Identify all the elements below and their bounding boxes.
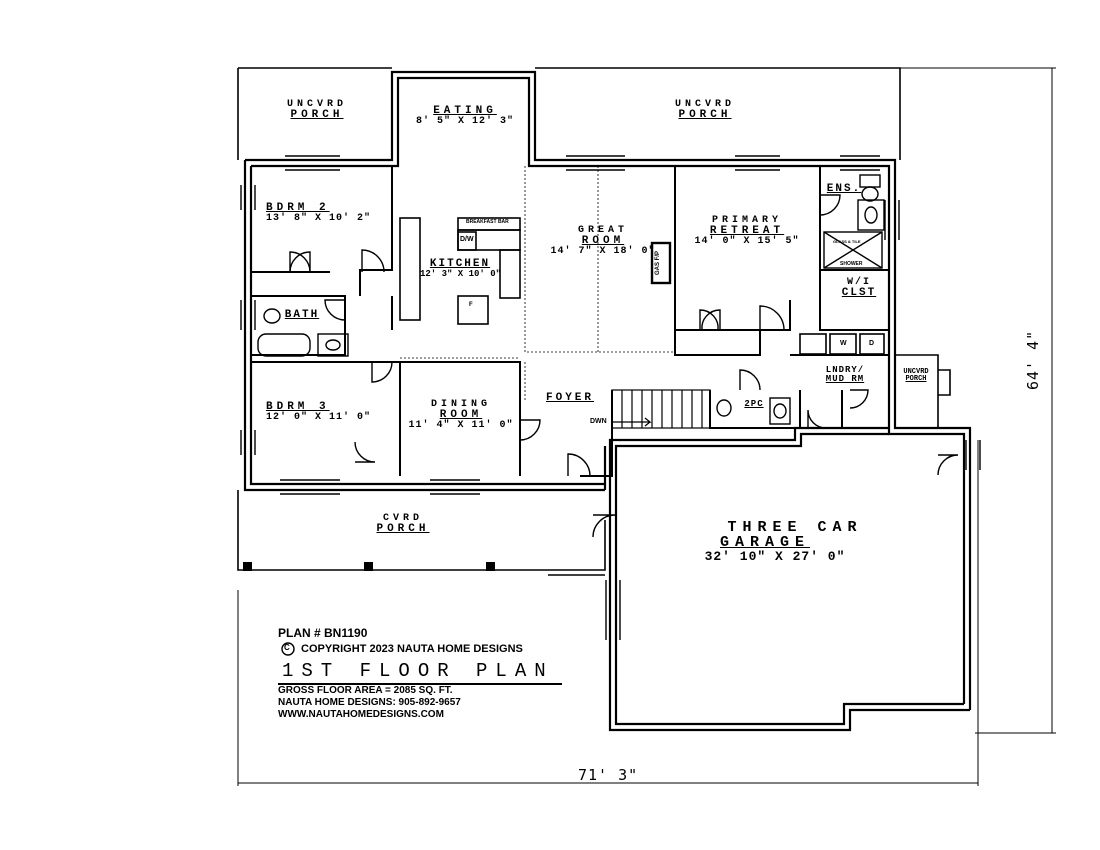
stairs (611, 389, 711, 429)
doors (289, 194, 959, 538)
bath-name: BATH (284, 309, 320, 321)
porch-front-name1: CVRD (382, 513, 423, 524)
eating-label: EATING 8' 5" X 12' 3" (410, 106, 520, 127)
garage-dims: 32' 10" X 27' 0" (704, 549, 846, 564)
porch-columns (243, 562, 495, 571)
porch-outlines (237, 67, 951, 576)
gross-floor-area: GROSS FLOOR AREA = 2085 SQ. FT. (278, 685, 453, 696)
dining-dims: 11' 4" X 11' 0" (408, 420, 514, 431)
ceiling-lines (400, 166, 675, 400)
foyer-name: FOYER (546, 392, 595, 404)
bath-fixtures (257, 174, 885, 425)
dining-room-label: DINING ROOM 11' 4" X 11' 0" (406, 400, 516, 431)
stairs-down-label: DWN (590, 418, 607, 425)
porch-top-right-name2: PORCH (678, 109, 732, 121)
fireplace-label: GAS F/P (655, 250, 662, 276)
overall-width-dimension: 71' 3" (578, 766, 639, 784)
plan-number: PLAN # BN1190 (278, 626, 368, 640)
kitchen-label: KITCHEN 12' 3" X 10' 0" (420, 258, 502, 279)
porch-front-name2: PORCH (376, 523, 430, 535)
porch-top-right-label: UNCVRD PORCH (650, 100, 760, 121)
garage-label: THREE CAR GARAGE 32' 10" X 27' 0" (690, 520, 900, 563)
copyright-circle (281, 642, 295, 656)
laundry-name1: LNDRY/ (825, 365, 865, 375)
bdrm3-dims: 12' 0" X 11' 0" (266, 412, 372, 423)
porch-top-left-name2: PORCH (290, 109, 344, 121)
fridge-label: F (469, 302, 473, 308)
copyright-symbol: C (284, 643, 290, 652)
walk-in-closet-label: W/I CLST (834, 278, 884, 299)
porch-top-right-name1: UNCVRD (674, 99, 735, 110)
porch-front-label: CVRD PORCH (348, 514, 458, 535)
eating-name: EATING (433, 105, 497, 117)
kitchen-name: KITCHEN (429, 258, 491, 270)
website: WWW.NAUTAHOMEDESIGNS.COM (278, 709, 444, 720)
shower-label: SHOWER (840, 261, 863, 267)
two-piece-label: 2PC (738, 400, 770, 409)
dining-name2: ROOM (439, 409, 483, 421)
porch-top-left-label: UNCVRD PORCH (262, 100, 372, 121)
ensuite-label: ENS. (824, 184, 864, 195)
bdrm2-label: BDRM 2 13' 8" X 10' 2" (266, 203, 376, 224)
dishwasher-label: D/W (460, 236, 474, 243)
washer-label: W (840, 340, 847, 347)
breakfast-bar-label: BREAKFAST BAR (466, 219, 509, 225)
copyright-text: COPYRIGHT 2023 NAUTA HOME DESIGNS (301, 643, 523, 655)
great-room-label: GREAT ROOM 14' 7" X 18' 0" (548, 226, 658, 257)
windows (240, 155, 981, 640)
primary-dims: 14' 0" X 15' 5" (694, 236, 800, 247)
great-room-name2: ROOM (581, 235, 625, 247)
laundry-name2: MUD RM (825, 374, 865, 384)
phone-number: NAUTA HOME DESIGNS: 905-892-9657 (278, 697, 461, 708)
overall-depth-dimension: 64' 4" (1024, 329, 1042, 390)
primary-name1: PRIMARY (711, 215, 782, 226)
kitchen-cabinets (399, 217, 521, 325)
eating-dims: 8' 5" X 12' 3" (415, 116, 514, 127)
ensuite-name: ENS. (826, 183, 862, 195)
two-piece-name: 2PC (744, 399, 764, 409)
bdrm2-name: BDRM 2 (266, 202, 330, 214)
porch-top-left-name1: UNCVRD (286, 99, 347, 110)
wicl-name1: W/I (846, 277, 871, 288)
kitchen-dims: 12' 3" X 10' 0" (420, 269, 502, 279)
dining-name1: DINING (430, 399, 491, 410)
laundry-label: LNDRY/ MUD RM (812, 366, 878, 384)
glass-tile-label: GLASS & TILE (833, 239, 861, 244)
garage-name2: GARAGE (719, 534, 810, 551)
great-room-dims: 14' 7" X 18' 0" (550, 246, 656, 257)
bdrm2-dims: 13' 8" X 10' 2" (266, 213, 372, 224)
wicl-name2: CLST (841, 287, 877, 299)
bdrm3-label: BDRM 3 12' 0" X 11' 0" (266, 402, 376, 423)
fireplace-box (650, 241, 672, 285)
bath-label: BATH (282, 310, 322, 321)
dimension-lines (237, 67, 1056, 786)
primary-retreat-label: PRIMARY RETREAT 14' 0" X 15' 5" (692, 216, 802, 247)
porch-side-name2: PORCH (905, 375, 927, 383)
floor-title: 1ST FLOOR PLAN (282, 660, 554, 682)
laundry-fixtures (799, 333, 885, 355)
great-room-name1: GREAT (577, 225, 628, 236)
garage-name1: THREE CAR (727, 519, 863, 536)
dryer-label: D (869, 340, 875, 347)
foyer-label: FOYER (546, 393, 616, 404)
bdrm3-name: BDRM 3 (266, 401, 330, 413)
porch-side-label: UNCVRD PORCH (894, 369, 938, 383)
primary-name2: RETREAT (709, 225, 785, 237)
porch-side-name1: UNCVRD (903, 368, 929, 376)
